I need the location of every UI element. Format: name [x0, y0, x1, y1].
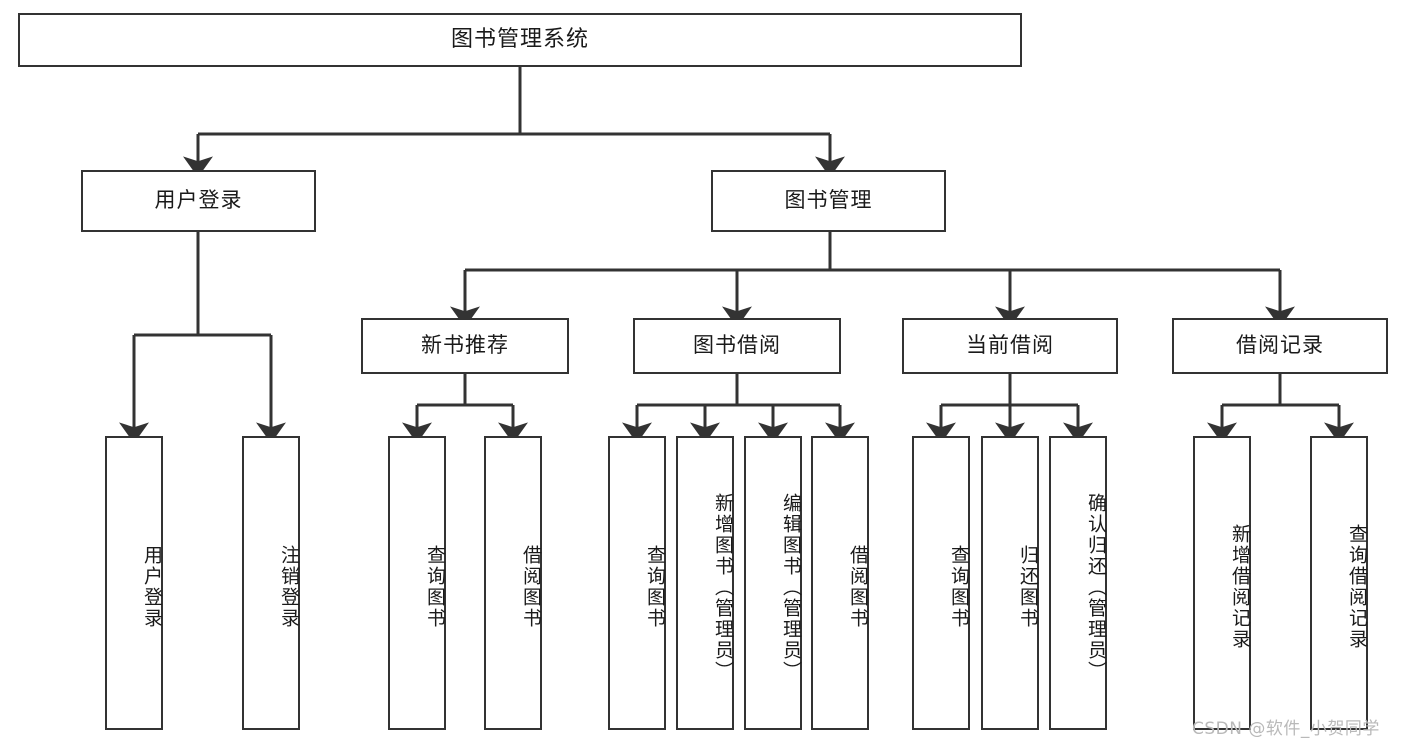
node-label: 借阅图书: [847, 545, 869, 629]
node-leaf-add-book[interactable]: 新增图书（管理员）: [676, 436, 734, 730]
node-label: 新增图书（管理员）: [712, 492, 734, 682]
node-leaf-confirm-return[interactable]: 确认归还（管理员）: [1049, 436, 1107, 730]
node-root-system[interactable]: 图书管理系统: [18, 13, 1022, 67]
node-leaf-query-book-2[interactable]: 查询图书: [608, 436, 666, 730]
node-label: 用户登录: [141, 545, 163, 629]
node-new-book-recommend[interactable]: 新书推荐: [361, 318, 569, 374]
node-label: 查询图书: [644, 545, 666, 629]
node-leaf-query-book-1[interactable]: 查询图书: [388, 436, 446, 730]
node-label: 借阅记录: [1236, 333, 1324, 358]
node-label: 借阅图书: [520, 545, 542, 629]
node-label: 图书管理系统: [450, 26, 589, 52]
node-label: 确认归还（管理员）: [1085, 492, 1107, 682]
node-label: 归还图书: [1017, 545, 1039, 629]
node-leaf-user-login[interactable]: 用户登录: [105, 436, 163, 730]
node-leaf-borrow-book-2[interactable]: 借阅图书: [811, 436, 869, 730]
node-label: 用户登录: [154, 188, 243, 213]
node-leaf-borrow-book-1[interactable]: 借阅图书: [484, 436, 542, 730]
node-label: 新书推荐: [421, 333, 509, 358]
node-current-borrow[interactable]: 当前借阅: [902, 318, 1118, 374]
node-label: 图书借阅: [693, 333, 781, 358]
node-label: 新增借阅记录: [1229, 524, 1251, 650]
node-label: 图书管理: [784, 188, 873, 213]
node-borrow-record[interactable]: 借阅记录: [1172, 318, 1388, 374]
node-leaf-query-book-3[interactable]: 查询图书: [912, 436, 970, 730]
node-label: 查询图书: [948, 545, 970, 629]
node-leaf-logout-login[interactable]: 注销登录: [242, 436, 300, 730]
csdn-watermark: CSDN @软件_小贺同学: [1192, 719, 1380, 739]
node-book-manage[interactable]: 图书管理: [711, 170, 946, 232]
node-label: 注销登录: [278, 545, 300, 629]
node-leaf-edit-book[interactable]: 编辑图书（管理员）: [744, 436, 802, 730]
node-label: 查询借阅记录: [1346, 524, 1368, 650]
node-user-login[interactable]: 用户登录: [81, 170, 316, 232]
node-leaf-add-record[interactable]: 新增借阅记录: [1193, 436, 1251, 730]
node-label: 查询图书: [424, 545, 446, 629]
node-label: 编辑图书（管理员）: [780, 492, 802, 682]
node-leaf-query-record[interactable]: 查询借阅记录: [1310, 436, 1368, 730]
node-label: 当前借阅: [966, 333, 1054, 358]
node-book-borrow[interactable]: 图书借阅: [633, 318, 841, 374]
node-leaf-return-book[interactable]: 归还图书: [981, 436, 1039, 730]
